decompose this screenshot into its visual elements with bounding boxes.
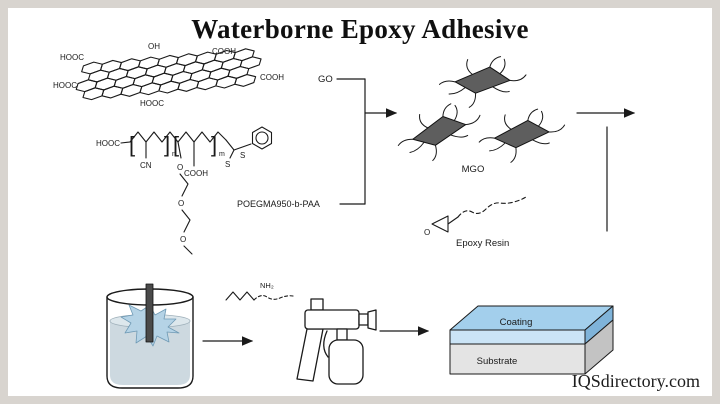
coating-front-face: [449, 329, 586, 345]
go-hexagon: [139, 82, 162, 95]
go-hexagon: [215, 75, 238, 88]
polymer-structure: HOOC [ ] n [ ] m CN COOH S S O O: [96, 126, 273, 255]
spray-gun-trigger: [323, 330, 329, 358]
bracket-sub-m: m: [219, 151, 225, 158]
spray-gun: [296, 298, 377, 385]
go-hexagon: [120, 84, 143, 97]
hooc-top-left-label: HOOC: [60, 53, 84, 62]
epoxy-resin-structure: O Epoxy Resin: [424, 196, 527, 249]
go-structure: HOOC OH COOH COOH HOOC HOOC: [53, 42, 284, 108]
page-title: Waterborne Epoxy Adhesive: [191, 14, 529, 44]
transfer-connector: [576, 108, 636, 232]
combine-connector: GO POEGMA950-b-PAA: [237, 74, 398, 209]
polymer-s2-label: S: [240, 151, 245, 160]
bracket-close-1: ]: [164, 132, 170, 157]
oh-label: OH: [148, 42, 160, 51]
polymer-cn-label: CN: [140, 161, 152, 170]
spray-gun-nozzle: [358, 313, 369, 326]
polymer-o3-label: O: [180, 235, 186, 244]
spray-gun-cup-neck: [336, 328, 348, 341]
spray-gun-body: [304, 309, 360, 330]
go-hexagon: [158, 80, 181, 93]
go-lattice: [73, 47, 265, 101]
polymer-cooh-label: COOH: [184, 169, 208, 178]
benzene-ring: [251, 126, 273, 150]
go-hexagon: [101, 85, 124, 98]
spray-gun-cap: [367, 309, 377, 331]
substrate-front-face: [449, 343, 586, 375]
go-label: GO: [318, 74, 333, 85]
substrate-side-face: [584, 319, 614, 375]
hooc-left-label: HOOC: [53, 81, 77, 90]
polymer-o2-label: O: [178, 199, 184, 208]
go-hexagon: [177, 79, 200, 92]
watermark: IQSdirectory.com: [571, 371, 700, 391]
mgo-cluster: MGO: [394, 47, 567, 175]
nh2-label: NH₂: [260, 281, 274, 290]
bracket-open-1: [: [129, 132, 135, 157]
go-hexagon: [234, 74, 257, 87]
mgo-label: MGO: [462, 164, 485, 175]
mixing-beaker: [106, 283, 194, 389]
cooh-top-label: COOH: [212, 47, 236, 56]
stir-rod: [145, 283, 154, 343]
epoxy-resin-label: Epoxy Resin: [456, 238, 509, 249]
coating-label: Coating: [500, 317, 533, 328]
mgo-particle: [477, 104, 567, 167]
mgo-particle: [394, 100, 485, 164]
spray-gun-cup: [328, 339, 364, 385]
coated-substrate: Coating Substrate: [449, 305, 614, 375]
bracket-open-2: [: [173, 132, 179, 157]
epoxide-o-label: O: [424, 228, 430, 237]
spray-gun-knob: [310, 298, 324, 311]
curing-agent: NH₂: [225, 281, 294, 301]
diagram-canvas: HOOC OH COOH COOH HOOC HOOC HOOC [ ] n […: [53, 42, 636, 389]
go-hexagon: [82, 87, 105, 100]
hooc-bottom-label: HOOC: [140, 99, 164, 108]
cooh-right-label: COOH: [260, 73, 284, 82]
mgo-particle: [436, 47, 529, 116]
polymer-hooc-label: HOOC: [96, 139, 120, 148]
spray-gun-handle: [296, 328, 324, 382]
bracket-close-2: ]: [211, 132, 217, 157]
go-hexagon: [196, 77, 219, 90]
substrate-label: Substrate: [477, 356, 518, 367]
poegma-label: POEGMA950-b-PAA: [237, 199, 320, 209]
polymer-s1-label: S: [225, 160, 230, 169]
polymer-o1-label: O: [177, 163, 183, 172]
bracket-sub-n: n: [172, 151, 176, 158]
